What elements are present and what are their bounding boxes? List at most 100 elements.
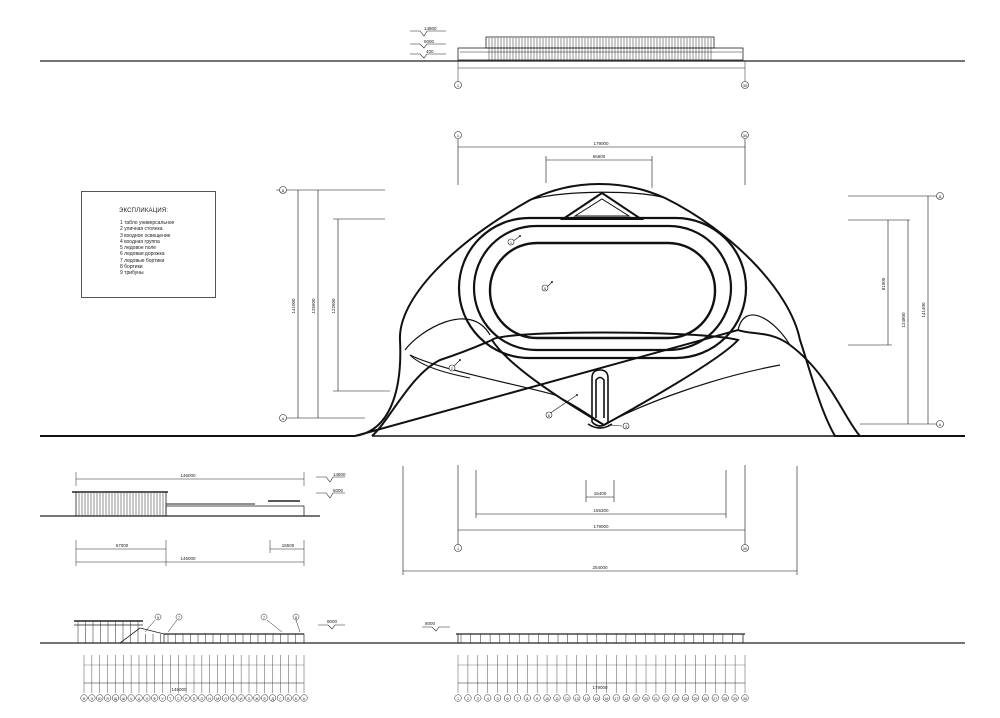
- axis-bubble: [143, 694, 151, 702]
- axis-label: Л: [224, 697, 227, 701]
- side-level-1: 14800: [333, 472, 346, 477]
- axis-bubble: [731, 694, 739, 702]
- axis-bubble: [111, 694, 119, 702]
- axis-label: 6: [506, 697, 508, 701]
- legend-item: 7 ледовые бортики: [120, 257, 165, 264]
- legend-item: 9 трибуны: [120, 270, 144, 277]
- axis-label: Ч: [130, 697, 133, 701]
- axis-bubble: [214, 694, 222, 702]
- axis-bubble: [583, 694, 591, 702]
- axis-label: Ж: [255, 697, 259, 701]
- axis-label: А: [303, 697, 306, 701]
- axis-bubble: [602, 694, 610, 702]
- axis-label: 29: [733, 697, 737, 701]
- axis-label: 15: [595, 697, 599, 701]
- front-elevation: [40, 30, 965, 82]
- section-right-level: 8000: [425, 621, 436, 626]
- axis-bubble: [276, 694, 284, 702]
- axis-label: К: [232, 697, 235, 701]
- axis-bubble: [182, 694, 190, 702]
- axis-bubble: [936, 420, 944, 428]
- axis-label: Ц: [138, 697, 141, 701]
- axis-label: П: [193, 697, 196, 701]
- axis-bubble: [237, 694, 245, 702]
- axis-label: Н: [208, 697, 211, 701]
- side-dim-a: 57000: [116, 543, 129, 548]
- axis-bubble: [454, 694, 462, 702]
- axis-bubble: [198, 694, 206, 702]
- axis-label: 25: [694, 697, 698, 701]
- axis-bubble: [269, 694, 277, 702]
- axis-bubble: [454, 131, 462, 139]
- axis-bubble: [701, 694, 709, 702]
- axis-label: 9: [536, 697, 538, 701]
- axis-bubble: [494, 694, 502, 702]
- axis-label: 1: [457, 697, 459, 701]
- axis-bubble: [221, 694, 229, 702]
- axis-bubble: [513, 694, 521, 702]
- dim-179000-top: 179000: [593, 141, 609, 146]
- axis-label: Щ: [114, 697, 118, 701]
- axis-bubble: [464, 694, 472, 702]
- axis-bubble: [632, 694, 640, 702]
- axis-label: Т: [169, 697, 172, 701]
- callout-label: 8: [295, 615, 298, 620]
- axis-label: 8: [526, 697, 528, 701]
- legend-item: 8 бортики: [120, 264, 143, 271]
- axis-label: 11: [555, 697, 559, 701]
- callout-bubble: [175, 613, 183, 621]
- axis-bubble: [206, 694, 214, 702]
- axis-bubble: [573, 694, 581, 702]
- axis-bubble: [253, 694, 261, 702]
- axis-label: 23: [674, 697, 678, 701]
- side-dim-b: 15500: [282, 543, 295, 548]
- axis-label: С: [177, 697, 180, 701]
- axis-label: 27: [713, 697, 717, 701]
- axis-label: Х: [146, 697, 149, 701]
- plan-axis-top-right: 30: [743, 133, 748, 138]
- site-plan: [40, 139, 965, 575]
- plan-axis-right-top: Д: [939, 194, 942, 199]
- callout-label: 7: [178, 615, 181, 620]
- legend-box: ЭКСПЛИКАЦИЯ: 1 табло универсальное 2 ули…: [81, 191, 216, 298]
- marker-label: 6: [548, 413, 551, 418]
- axis-bubble: [741, 544, 749, 552]
- section-left-total: 146000: [171, 687, 187, 692]
- axis-label: Г: [279, 697, 281, 701]
- side-facade-slats: [78, 493, 164, 516]
- legend-item: 1 табло универсальное: [120, 220, 175, 226]
- axis-bubble: [553, 694, 561, 702]
- axis-label: 20: [644, 697, 648, 701]
- axis-label: Ю: [98, 697, 102, 701]
- axis-bubble: [741, 81, 749, 89]
- axis-bubble: [474, 694, 482, 702]
- axis-bubble: [166, 694, 174, 702]
- front-level-2: 6000: [424, 39, 435, 44]
- axis-bubble: [292, 694, 300, 702]
- callout-label: 7: [263, 615, 266, 620]
- callout-bubble: [154, 613, 162, 621]
- stands: [490, 331, 740, 427]
- axis-label: 3: [477, 697, 479, 701]
- marker-label: 2: [451, 366, 454, 371]
- axis-bubble: [563, 694, 571, 702]
- marker-bubble: [622, 422, 630, 430]
- dim-81900: 81900: [881, 277, 886, 290]
- axis-bubble: [245, 694, 253, 702]
- dim-155300: 155300: [593, 508, 609, 513]
- axis-label: Е: [264, 697, 267, 701]
- axis-bubble: [543, 694, 551, 702]
- axis-bubble: [711, 694, 719, 702]
- axis-label: 13: [575, 697, 579, 701]
- plan-axis-top-left: 1: [457, 133, 460, 138]
- axis-bubble: [104, 694, 112, 702]
- marker-label: 3: [625, 424, 628, 429]
- axis-bubble: [642, 694, 650, 702]
- legend-list: 1 табло универсальное 2 уличная стоянка …: [120, 220, 174, 277]
- axis-label: 30: [743, 697, 747, 701]
- marker-bubble: [448, 364, 456, 372]
- axis-bubble: [662, 694, 670, 702]
- axis-bubble: [682, 694, 690, 702]
- axis-label: 12: [565, 697, 569, 701]
- axis-bubble: [533, 694, 541, 702]
